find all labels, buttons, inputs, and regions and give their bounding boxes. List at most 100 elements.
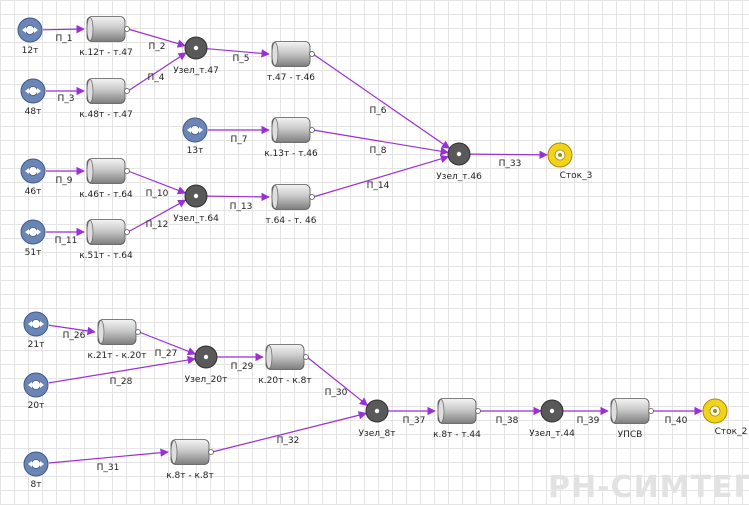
node-dot-icon — [203, 354, 209, 360]
equipment-v11[interactable]: УПСВ — [610, 398, 654, 441]
flow-arrows-icon — [28, 382, 44, 388]
node-n64[interactable]: Узел_т.64 — [173, 184, 219, 224]
object-label: к.8т - т.44 — [433, 430, 481, 440]
outlet-port-icon — [124, 168, 130, 174]
pipe-label: П_40 — [665, 416, 688, 426]
outlet-port-icon — [309, 51, 315, 57]
object-label: к.13т - т.46 — [264, 149, 318, 159]
pipe-p30[interactable] — [306, 356, 369, 406]
pipe-label: П_39 — [577, 416, 600, 426]
pipe-p14[interactable] — [312, 154, 450, 198]
object-label: к.21т - к.20т — [88, 351, 147, 361]
source-s48[interactable]: 48т — [20, 78, 46, 117]
node-dot-icon — [193, 193, 199, 199]
objects-layer: 12т 48т 13т 46т 51т 21т 20т 8т к.12т - т.47 к.48т… — [17, 16, 747, 490]
object-label: к.8т - к.8т — [166, 471, 214, 481]
source-core-icon — [190, 125, 200, 135]
flow-arrows-icon — [28, 321, 44, 327]
outlet-port-icon — [124, 88, 130, 94]
pipe-label: П_27 — [155, 349, 178, 359]
node-n46[interactable]: Узел_т.46 — [436, 142, 482, 182]
object-label: Узел_т.47 — [173, 66, 219, 76]
node-n8[interactable]: Узел_8т — [358, 399, 396, 439]
equipment-end-icon — [271, 42, 279, 66]
pipe-p27[interactable] — [138, 331, 197, 356]
equipment-v2[interactable]: к.48т - т.47 — [79, 78, 133, 121]
outlet-port-icon — [208, 449, 214, 455]
flow-arrows-icon — [25, 88, 41, 94]
source-s12[interactable]: 12т — [17, 17, 43, 56]
object-label: 21т — [28, 340, 45, 350]
equipment-end-icon — [610, 399, 618, 423]
outlet-port-icon — [475, 408, 481, 414]
pipe-p33[interactable] — [469, 150, 548, 159]
object-label: т.47 - т.46 — [267, 73, 315, 83]
pipe-p1[interactable] — [42, 24, 85, 34]
node-dot-icon — [374, 408, 380, 414]
pipe-p5[interactable] — [206, 48, 270, 58]
node-dot-icon — [193, 45, 199, 51]
pipe-p8[interactable] — [312, 129, 449, 156]
equipment-v7[interactable]: к.51т - т.64 — [79, 219, 133, 262]
node-n20[interactable]: Узел_20т — [185, 345, 228, 385]
equipment-v10[interactable]: к.8т - т.44 — [433, 398, 481, 441]
node-n47[interactable]: Узел_т.47 — [173, 36, 219, 76]
flow-arrows-icon — [28, 461, 44, 467]
source-s13[interactable]: 13т — [182, 117, 208, 156]
sink-dot-icon — [713, 409, 717, 413]
object-label: 51т — [25, 248, 42, 258]
pipe-p31[interactable] — [48, 448, 169, 464]
sink-k2[interactable]: Сток_2 — [702, 398, 747, 437]
outlet-port-icon — [124, 229, 130, 235]
pipe-p10[interactable] — [127, 170, 187, 195]
source-s51[interactable]: 51т — [20, 219, 46, 258]
object-label: к.20т - к.8т — [258, 376, 311, 386]
equipment-v5[interactable]: к.46т - т.64 — [79, 158, 133, 201]
pipe-label: П_3 — [58, 94, 75, 104]
pipe-p4[interactable] — [127, 52, 187, 92]
source-core-icon — [28, 227, 38, 237]
outlet-port-icon — [303, 354, 309, 360]
pipes-layer: П_1П_2П_3П_4П_5П_6П_7П_8П_9П_10П_11П_12П… — [42, 24, 703, 473]
pipe-label: П_9 — [56, 176, 73, 186]
equipment-v3[interactable]: т.47 - т.46 — [267, 41, 315, 84]
object-label: Узел_т.46 — [436, 172, 482, 182]
pipe-label: П_32 — [277, 436, 300, 446]
source-core-icon — [31, 319, 41, 329]
source-s21[interactable]: 21т — [23, 311, 49, 350]
pipe-label: П_29 — [231, 362, 254, 372]
pipe-p6[interactable] — [312, 53, 451, 149]
pipe-p12[interactable] — [127, 199, 187, 233]
pipe-p13[interactable] — [206, 192, 270, 202]
pipe-label: П_7 — [231, 135, 248, 145]
equipment-end-icon — [86, 220, 94, 244]
flow-arrows-icon — [25, 168, 41, 174]
equipment-end-icon — [271, 185, 279, 209]
pipe-label: П_37 — [403, 416, 426, 426]
pipe-p32[interactable] — [211, 411, 368, 453]
sink-k3[interactable]: Сток_3 — [547, 142, 592, 181]
equipment-end-icon — [271, 118, 279, 142]
equipment-v12[interactable]: к.8т - к.8т — [166, 439, 214, 482]
equipment-v1[interactable]: к.12т - т.47 — [79, 16, 133, 59]
source-s46[interactable]: 46т — [20, 158, 46, 197]
pipe-p28[interactable] — [48, 355, 196, 384]
object-label: Узел_т.44 — [529, 429, 575, 439]
pipe-p2[interactable] — [127, 28, 187, 48]
source-s20[interactable]: 20т — [23, 372, 49, 411]
pipe-label: П_12 — [146, 220, 169, 230]
object-label: к.48т - т.47 — [79, 110, 133, 120]
object-label: 48т — [25, 107, 42, 117]
node-n44[interactable]: Узел_т.44 — [529, 399, 575, 439]
equipment-v4[interactable]: к.13т - т.46 — [264, 117, 318, 160]
equipment-v8[interactable]: к.21т - к.20т — [88, 319, 147, 362]
watermark: РН-СИМТЕП — [548, 470, 749, 505]
source-s8[interactable]: 8т — [23, 451, 49, 490]
equipment-v9[interactable]: к.20т - к.8т — [258, 344, 312, 387]
object-label: 12т — [22, 46, 39, 56]
equipment-v6[interactable]: т.64 - т. 46 — [266, 184, 317, 227]
object-label: т.64 - т. 46 — [266, 216, 317, 226]
pipe-p26[interactable] — [48, 324, 96, 336]
pipe-label: П_4 — [148, 73, 165, 83]
